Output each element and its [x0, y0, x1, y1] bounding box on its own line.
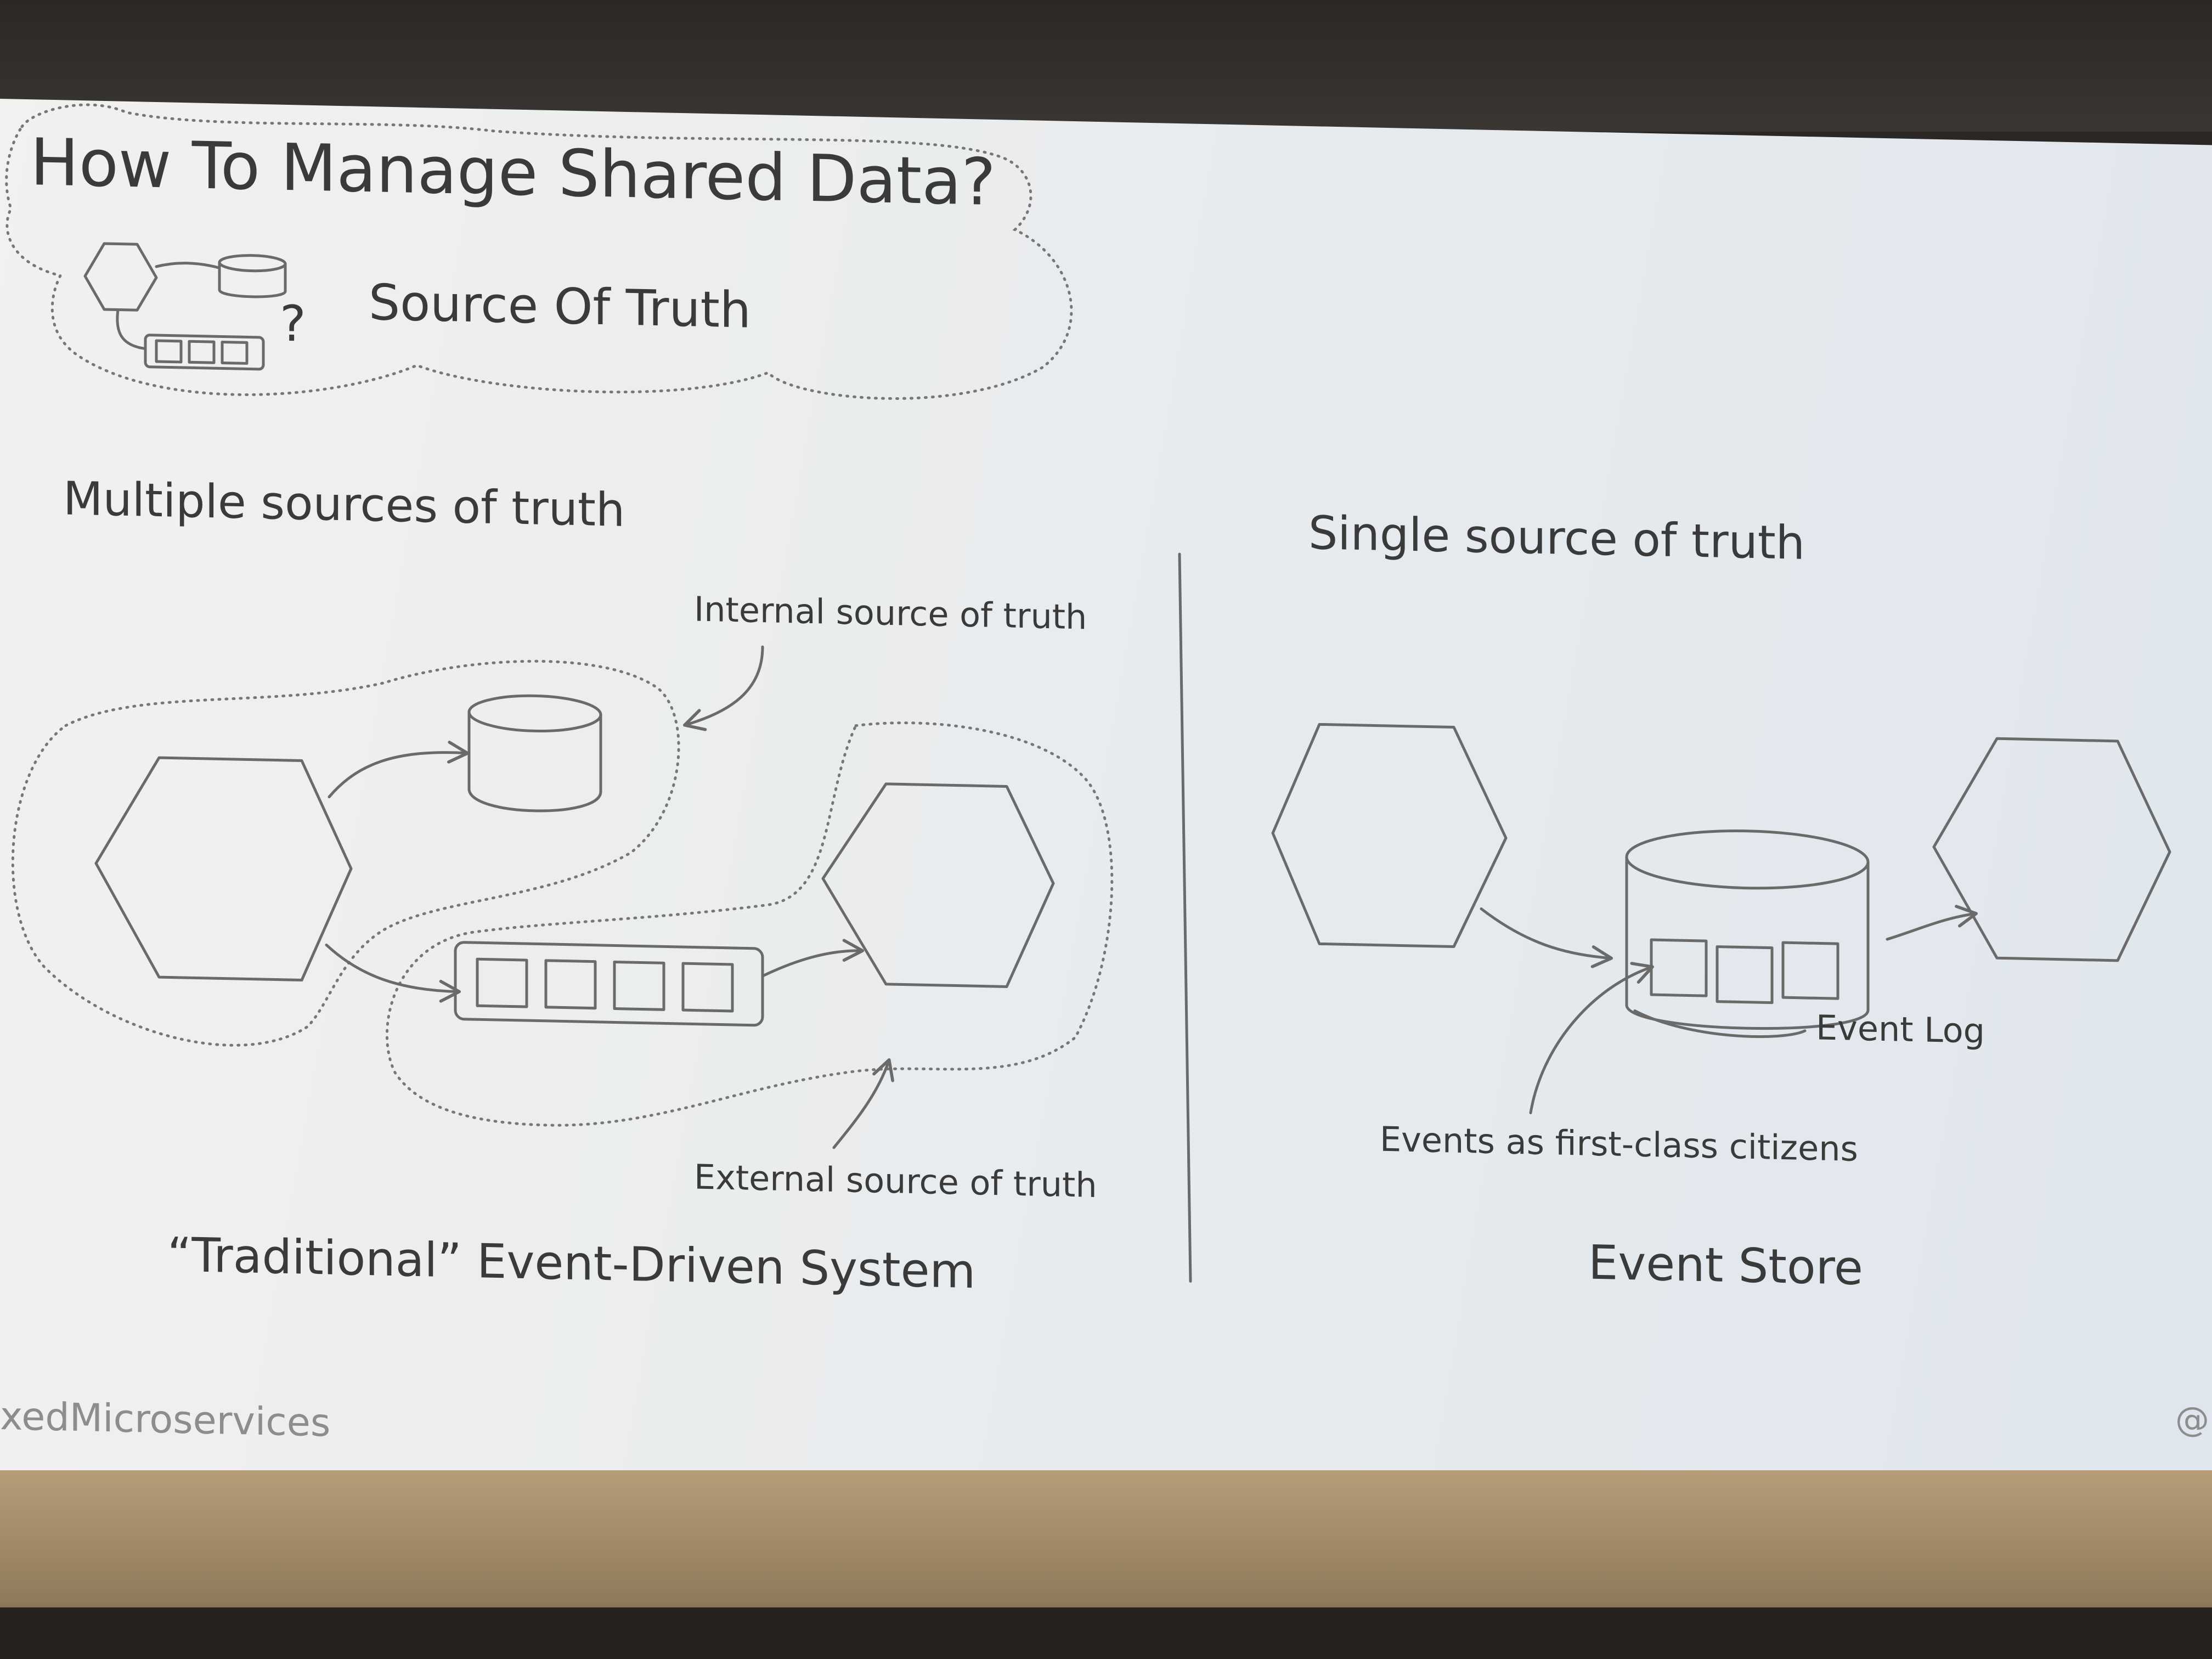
service-hexagon-consumer — [1932, 737, 2171, 962]
service-hexagon-producer — [1271, 723, 1508, 949]
right-heading: Single source of truth — [1308, 506, 1805, 570]
mini-services-icon — [83, 242, 287, 371]
internal-boundary — [11, 659, 680, 1047]
footer-handle: @ — [2175, 1399, 2209, 1440]
service-hexagon-left — [94, 756, 353, 982]
slide-subtitle: Source Of Truth — [369, 274, 751, 340]
hexagon-to-db-arrow — [328, 741, 470, 799]
store-to-consumer-arrow — [1886, 905, 1978, 941]
queue-to-hexagon-arrow — [761, 939, 865, 978]
footer-hashtag: xedMicroservices — [0, 1393, 330, 1446]
external-source-label: External source of truth — [694, 1157, 1097, 1205]
left-heading: Multiple sources of truth — [63, 471, 625, 537]
stage-edge — [0, 1607, 2212, 1659]
event-log-pointer — [1633, 1009, 1807, 1039]
right-caption: Event Store — [1588, 1235, 1863, 1296]
service-hexagon-middle — [821, 782, 1055, 988]
message-queue-icon — [454, 941, 764, 1027]
internal-arrow — [683, 645, 764, 731]
title-cloud-outline — [5, 103, 1073, 400]
events-label: Events as first-class citizens — [1380, 1119, 1858, 1169]
internal-source-label: Internal source of truth — [694, 589, 1087, 637]
producer-to-store-arrow — [1480, 907, 1613, 968]
left-caption: “Traditional” Event-Driven System — [167, 1227, 975, 1299]
hexagon-to-queue-arrow — [325, 943, 461, 1003]
external-arrow — [832, 1058, 894, 1149]
slide-title: How To Manage Shared Data? — [30, 124, 996, 220]
question-mark: ? — [280, 295, 306, 353]
divider-line — [1178, 552, 1192, 1283]
events-arrow — [1529, 962, 1654, 1114]
database-icon — [467, 694, 602, 812]
external-boundary — [385, 721, 1114, 1127]
event-store-icon — [1625, 830, 1870, 1030]
event-log-label: Event Log — [1816, 1007, 1985, 1051]
